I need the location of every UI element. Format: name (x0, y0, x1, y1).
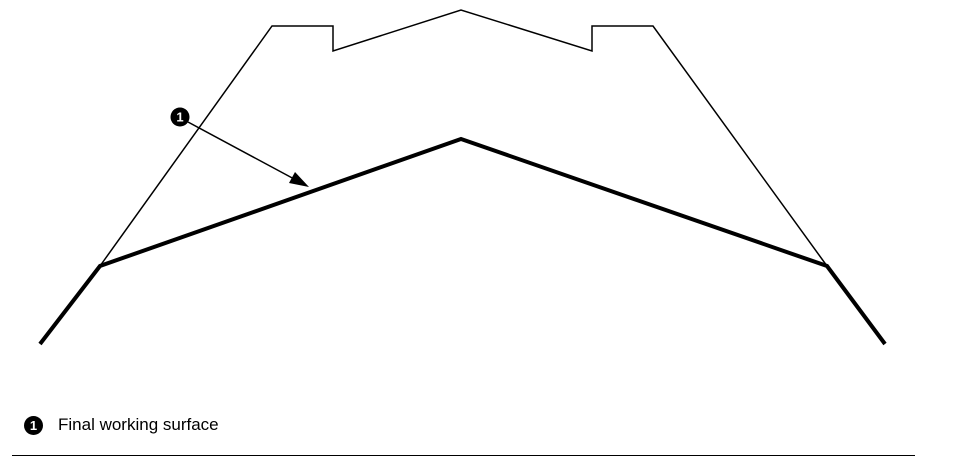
bottom-divider (12, 455, 915, 456)
original-surface-outline (99, 9, 828, 267)
legend-number-badge: 1 (24, 415, 43, 435)
callout-badge: 1 (170, 107, 190, 127)
callout-number: 1 (176, 110, 183, 125)
callout-leader-line (187, 121, 297, 181)
legend-item: 1 Final working surface (24, 415, 219, 435)
final-working-surface-line (38, 136, 887, 346)
callout-arrowhead (289, 172, 309, 187)
legend-label: Final working surface (58, 415, 219, 434)
